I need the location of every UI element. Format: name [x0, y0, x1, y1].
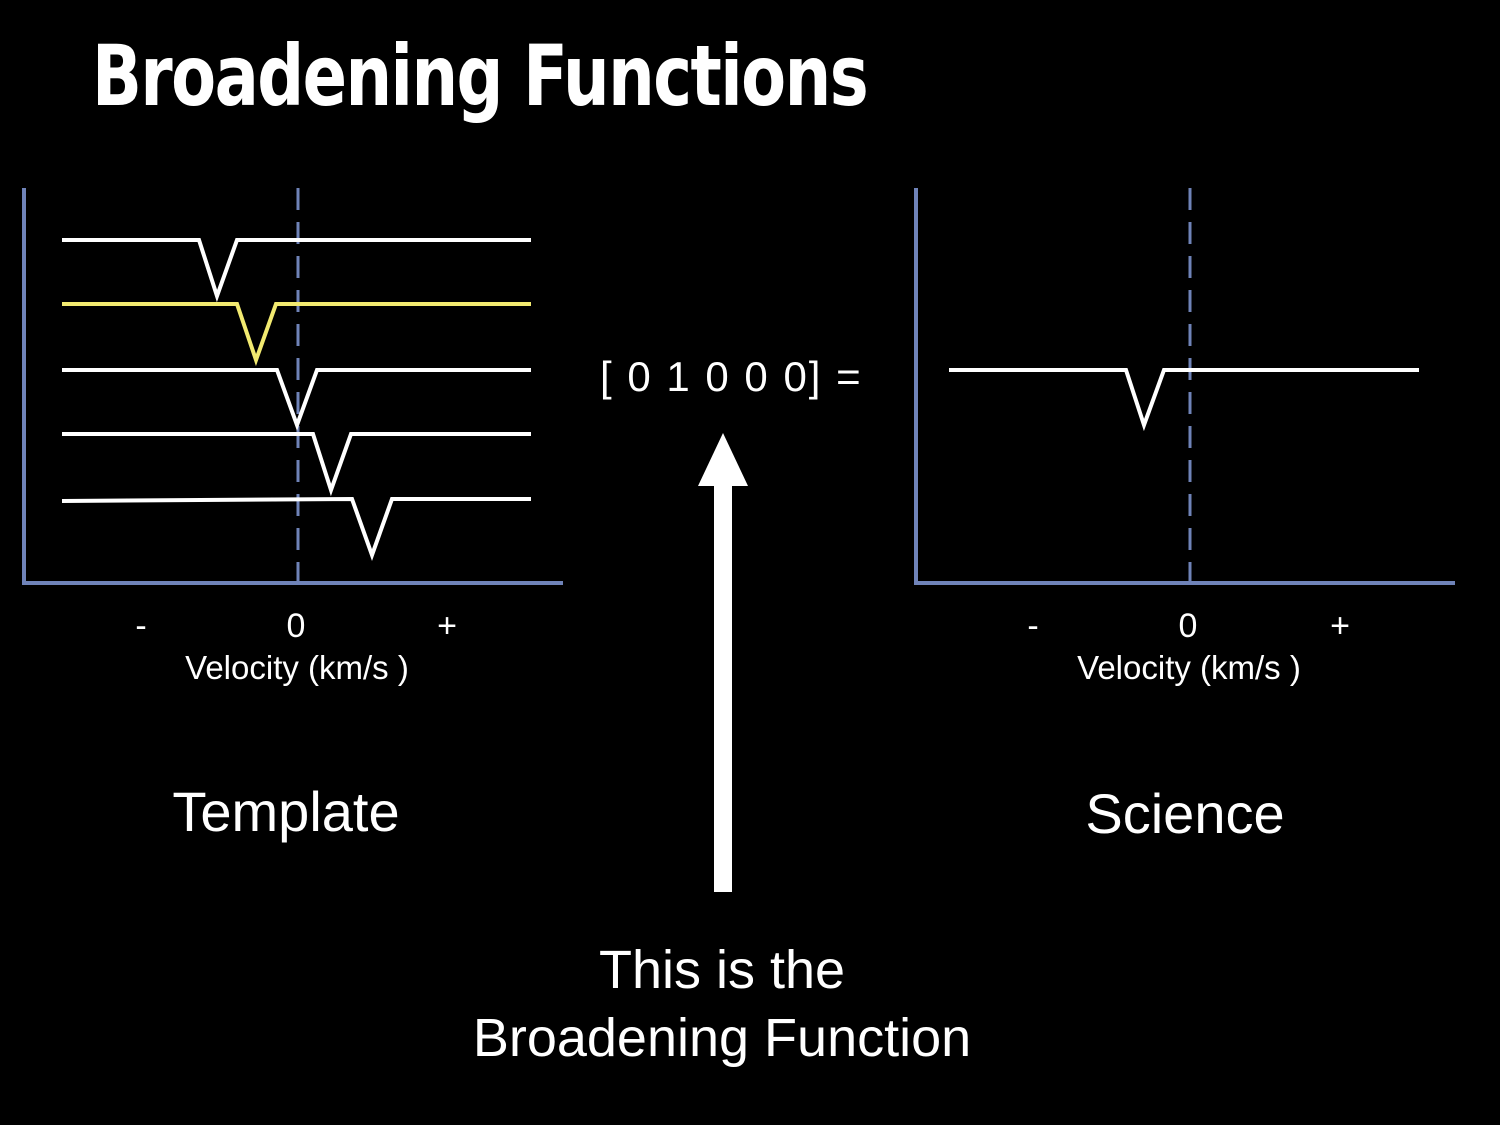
template-spectrum-3 [62, 368, 531, 431]
template-plot [22, 188, 563, 585]
template-spectrum-4 [62, 432, 531, 497]
arrow-head [698, 433, 748, 486]
arrow-shaft [714, 484, 732, 892]
slide-title: Broadening Functions [92, 27, 869, 125]
science-tick-minus: - [1027, 607, 1039, 645]
template-spectrum-1 [62, 238, 531, 303]
caption-line-1: This is the [598, 940, 846, 1000]
caption-line-2: Broadening Function [472, 1008, 972, 1068]
template-tick-plus: + [437, 607, 457, 645]
science-tick-zero: 0 [1178, 607, 1198, 645]
broadening-vector-equation: [ 0 1 0 0 0] = [600, 353, 863, 400]
science-spectrum [949, 368, 1419, 432]
up-arrow-icon [698, 433, 748, 892]
science-plot [914, 188, 1455, 585]
template-tick-minus: - [135, 607, 147, 645]
template-spectrum-5 [61, 496, 531, 561]
science-tick-plus: + [1330, 607, 1350, 645]
science-panel-label: Science [1085, 782, 1285, 845]
template-tick-zero: 0 [286, 607, 306, 645]
template-panel-label: Template [172, 780, 400, 843]
template-spectrum-2 [62, 302, 531, 367]
template-velocity-label: Velocity (km/s ) [185, 649, 409, 686]
science-velocity-label: Velocity (km/s ) [1077, 649, 1301, 686]
